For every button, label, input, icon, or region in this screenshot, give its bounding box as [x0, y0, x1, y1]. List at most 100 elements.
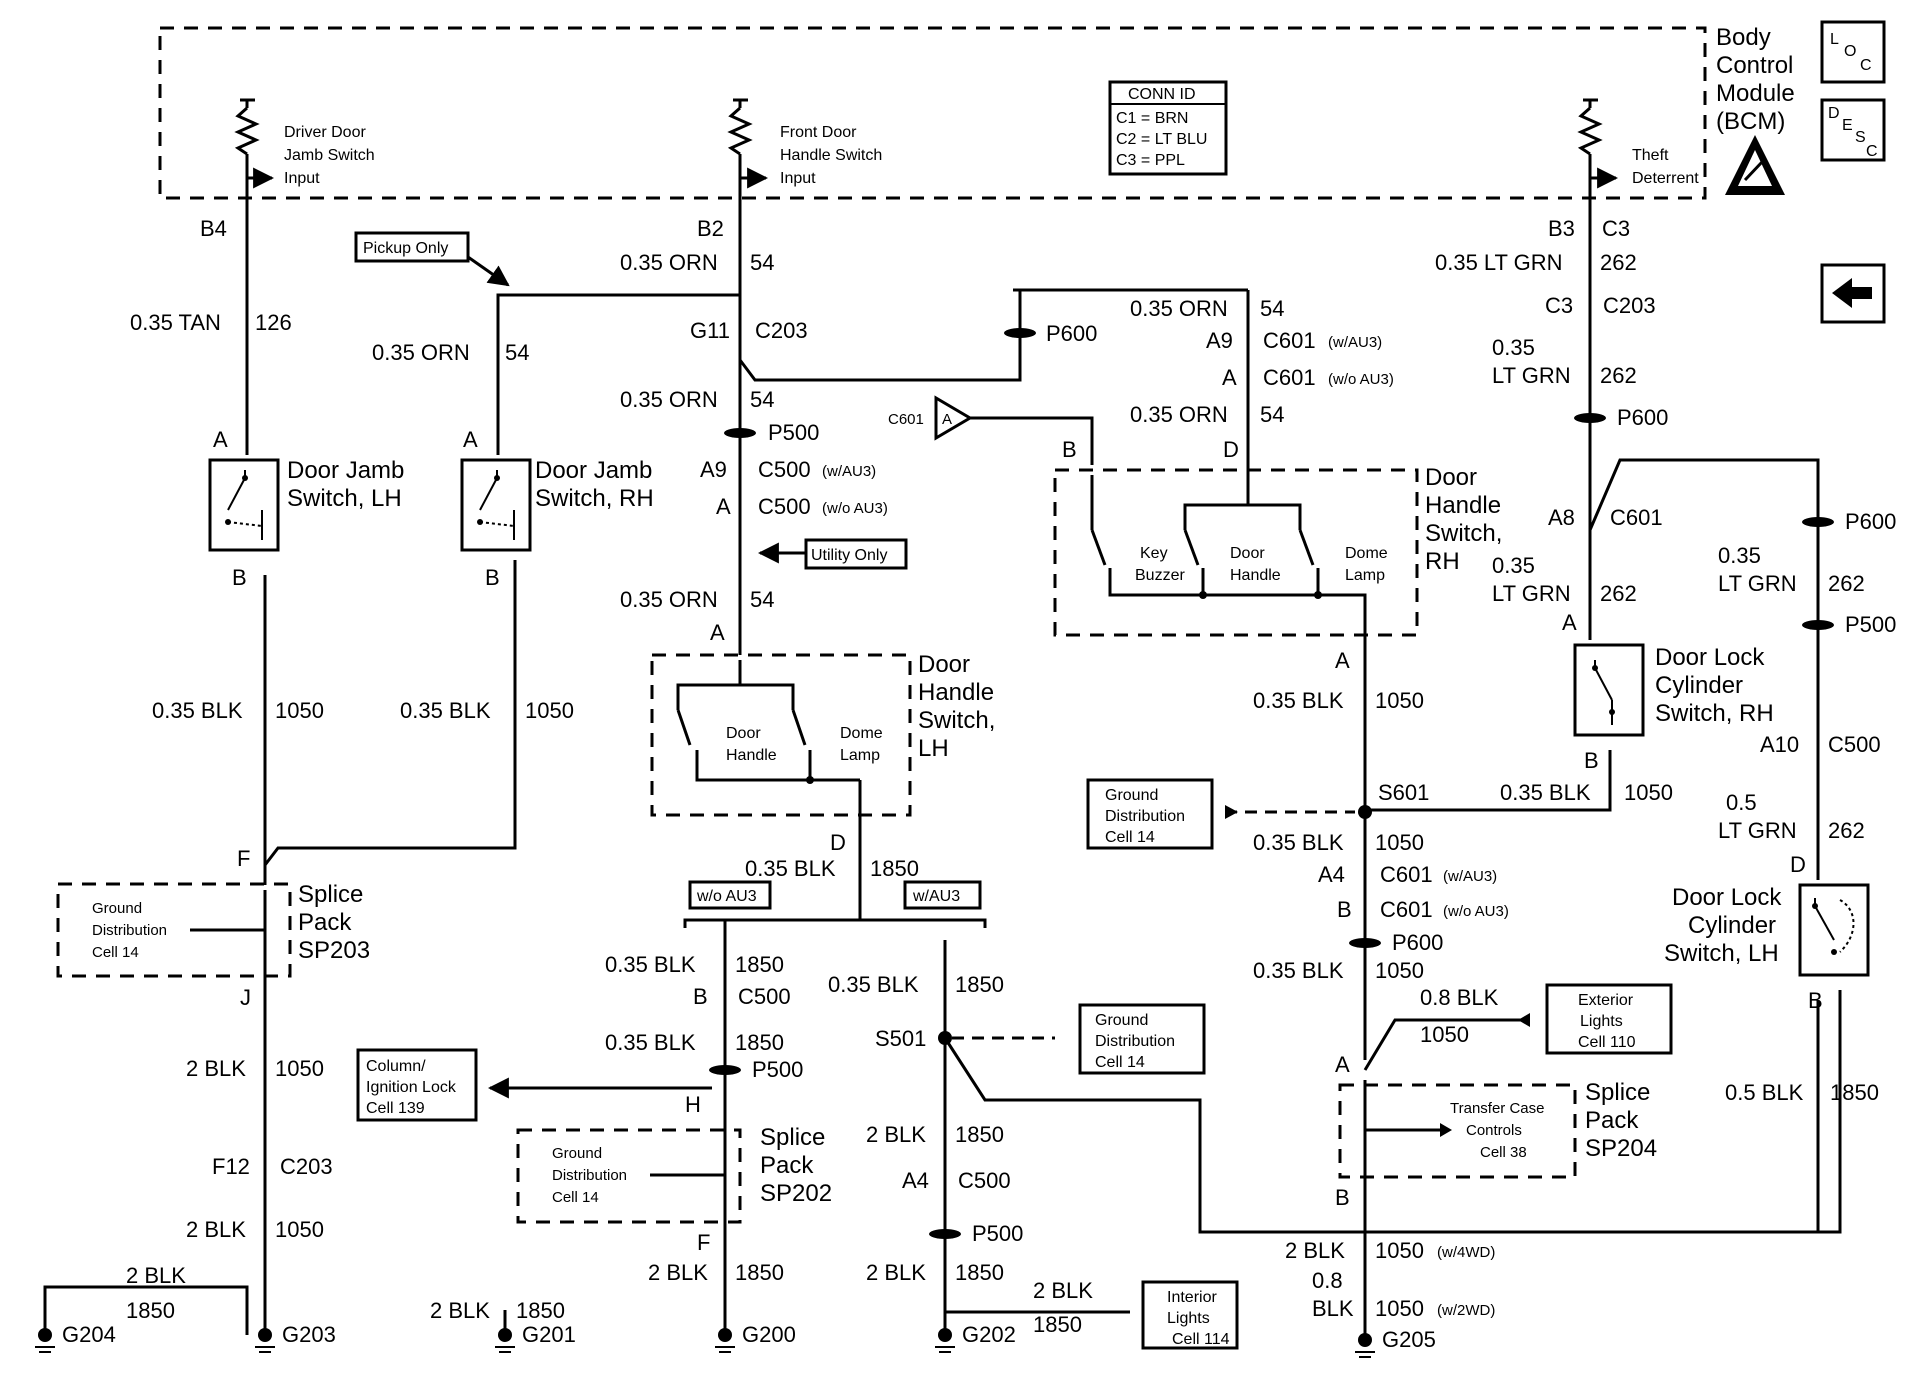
circuit-262-d: 262 — [1828, 571, 1865, 596]
wire-label-2blk-i: 2 BLK — [1285, 1238, 1345, 1263]
svg-text:Lamp: Lamp — [1345, 567, 1385, 584]
loc-icon[interactable]: LOC — [1820, 20, 1886, 84]
wire-label-orn-6: 0.35 ORN — [1130, 402, 1228, 427]
p500-c: P500 — [929, 1221, 1023, 1246]
ground-dist-callout-s601: Ground Distribution Cell 14 — [1086, 778, 1355, 850]
svg-text:Key: Key — [1140, 545, 1168, 562]
svg-text:Cell 14: Cell 14 — [92, 944, 139, 961]
pin-a-jamb-rh: A — [463, 427, 478, 452]
svg-text:Lamp: Lamp — [840, 747, 880, 764]
svg-text:Splice: Splice — [298, 881, 363, 908]
svg-text:P600: P600 — [1392, 930, 1443, 955]
svg-text:P600: P600 — [1617, 405, 1668, 430]
svg-text:SP204: SP204 — [1585, 1135, 1657, 1162]
wire-label-2blk-c: 2 BLK — [126, 1263, 186, 1288]
pin-h: H — [685, 1092, 701, 1117]
door-jamb-switch-lh-label: Door Jamb Switch, LH — [287, 457, 404, 512]
svg-text:Handle Switch: Handle Switch — [780, 147, 882, 164]
svg-text:Pack: Pack — [760, 1152, 814, 1179]
wire-label-2blk-f: 2 BLK — [866, 1122, 926, 1147]
svg-text:E: E — [1842, 117, 1853, 134]
ground-g200: G200 — [715, 1322, 796, 1353]
wire-label-ltgrn-c2: LT GRN — [1492, 581, 1571, 606]
circuit-262-a: 262 — [1600, 250, 1637, 275]
pin-a10: A10 — [1760, 732, 1799, 757]
svg-text:P500: P500 — [1845, 612, 1896, 637]
door-lock-rh-label: Door Lock Cylinder Switch, RH — [1655, 644, 1774, 727]
conn-c601-a: C601 — [1263, 328, 1316, 353]
wire-label-blk-1: 0.35 BLK — [152, 698, 243, 723]
svg-text:Dome: Dome — [1345, 545, 1388, 562]
door-handle-switch-lh — [650, 653, 912, 817]
svg-text:Ground: Ground — [1105, 787, 1158, 804]
svg-text:Controls: Controls — [1466, 1122, 1522, 1139]
svg-text:Splice: Splice — [760, 1124, 825, 1151]
circuit-126: 126 — [255, 310, 292, 335]
sp203-ref: Ground Distribution Cell 14 — [92, 900, 167, 961]
svg-text:Exterior: Exterior — [1578, 992, 1634, 1009]
front-door-input-label: Front Door Handle Switch Input — [780, 124, 882, 187]
svg-text:Switch, RH: Switch, RH — [535, 485, 654, 512]
circuit-1050-j: 1050 — [1375, 1238, 1424, 1263]
svg-text:Cell 38: Cell 38 — [1480, 1144, 1527, 1161]
svg-text:L: L — [1830, 31, 1839, 48]
svg-text:C: C — [1860, 57, 1872, 74]
note-w4wd: (w/4WD) — [1437, 1244, 1495, 1261]
svg-text:Distribution: Distribution — [1095, 1033, 1175, 1050]
door-handle-lh-label: Door Handle — [726, 725, 777, 764]
ground-g201: G201 — [495, 1322, 576, 1353]
svg-text:Body: Body — [1716, 24, 1771, 51]
svg-text:G205: G205 — [1382, 1327, 1436, 1352]
svg-text:G204: G204 — [62, 1322, 116, 1347]
svg-text:S601: S601 — [1378, 780, 1429, 805]
svg-text:P500: P500 — [972, 1221, 1023, 1246]
svg-text:O: O — [1844, 43, 1856, 60]
circuit-1850-g204: 1850 — [126, 1298, 175, 1323]
note-wo-au3-c: (w/o AU3) — [1443, 903, 1509, 920]
wire-label-ltgrn05b: LT GRN — [1718, 818, 1797, 843]
door-handle-switch-lh-label: Door Handle Switch, LH — [918, 651, 995, 762]
sp204-label: Splice Pack SP204 — [1585, 1079, 1657, 1162]
wire-label-ltgrn-b1: 0.35 — [1492, 335, 1535, 360]
svg-text:RH: RH — [1425, 548, 1460, 575]
svg-text:Cell 14: Cell 14 — [1095, 1054, 1145, 1071]
svg-text:Handle: Handle — [726, 747, 777, 764]
sp202-label: Splice Pack SP202 — [760, 1124, 832, 1207]
pin-d-handle-rh: D — [1223, 437, 1239, 462]
circuit-1050-k: 1050 — [1375, 1296, 1424, 1321]
wire-w-au3-branch — [943, 940, 1842, 1335]
pin-b-jamb-rh: B — [485, 565, 500, 590]
svg-text:Cell 14: Cell 14 — [552, 1189, 599, 1206]
circuit-262-e: 262 — [1828, 818, 1865, 843]
circuit-54-e: 54 — [1260, 296, 1284, 321]
svg-text:Distribution: Distribution — [552, 1167, 627, 1184]
svg-text:Cell 14: Cell 14 — [1105, 829, 1155, 846]
svg-text:Door Jamb: Door Jamb — [287, 457, 404, 484]
svg-text:S501: S501 — [875, 1026, 926, 1051]
svg-text:P600: P600 — [1845, 509, 1896, 534]
conn-c601-d: C601 — [1380, 897, 1433, 922]
circuit-1050-b: 1050 — [275, 1056, 324, 1081]
wire-label-ltgrn-d1: 0.35 — [1718, 543, 1761, 568]
circuit-54-c: 54 — [750, 387, 774, 412]
wire-label-orn-2: 0.35 ORN — [620, 250, 718, 275]
key-buzzer-label: Key Buzzer — [1135, 545, 1185, 584]
pin-f-sp203: F — [237, 846, 250, 871]
note-w-au3-c: (w/AU3) — [1443, 868, 1497, 885]
esd-warning-icon — [1725, 135, 1785, 195]
svg-text:Handle: Handle — [1230, 567, 1281, 584]
svg-text:Splice: Splice — [1585, 1079, 1650, 1106]
wire-label-08a: 0.8 — [1312, 1268, 1343, 1293]
back-arrow-icon[interactable] — [1820, 263, 1886, 324]
circuit-1850-g: 1850 — [955, 1122, 1004, 1147]
sp203-label: Splice Pack SP203 — [298, 881, 370, 964]
pin-c3-c203: C3 — [1545, 293, 1573, 318]
wire-label-blk05: 0.5 BLK — [1725, 1080, 1804, 1105]
door-handle-switch-lh-internals — [676, 660, 862, 820]
pin-a-handle-lh: A — [710, 620, 725, 645]
svg-text:Cylinder: Cylinder — [1688, 912, 1776, 939]
circuit-1850-c: 1850 — [735, 1030, 784, 1055]
door-lock-lh-label: Door Lock Cylinder Switch, LH — [1664, 884, 1782, 967]
